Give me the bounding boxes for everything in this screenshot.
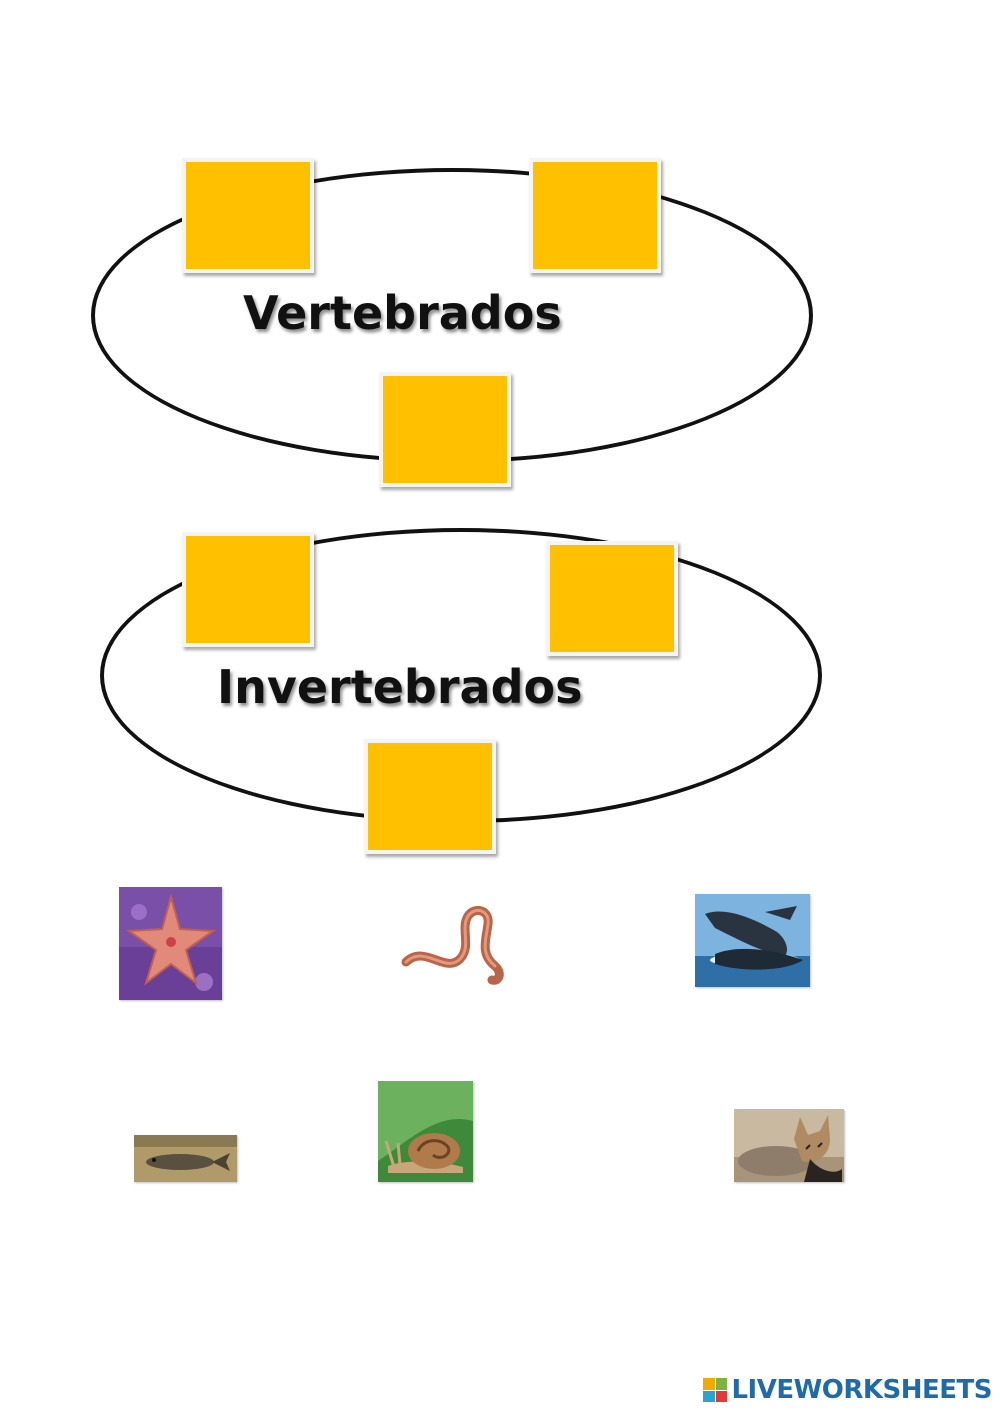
whale-image[interactable]: [695, 894, 810, 987]
brand-name: LIVEWORKSHEETS: [731, 1375, 992, 1405]
fox-icon: [734, 1109, 844, 1182]
fox-image[interactable]: [734, 1109, 844, 1182]
vertebrados-drop-box-2[interactable]: [529, 158, 661, 273]
invertebrados-label: Invertebrados: [217, 660, 583, 714]
snail-image[interactable]: [378, 1081, 473, 1182]
fish-icon: [134, 1135, 237, 1182]
invertebrados-drop-box-2[interactable]: [546, 541, 678, 656]
starfish-image[interactable]: [119, 887, 222, 1000]
liveworksheets-brand: LIVEWORKSHEETS: [703, 1375, 992, 1405]
vertebrados-label: Vertebrados: [243, 286, 562, 340]
worm-image[interactable]: [400, 904, 510, 988]
invertebrados-drop-box-1[interactable]: [182, 532, 314, 647]
snail-icon: [378, 1081, 473, 1182]
whale-icon: [695, 894, 810, 987]
worm-icon: [400, 904, 510, 988]
liveworksheets-logo-icon: [703, 1378, 728, 1402]
starfish-icon: [119, 887, 222, 1000]
fish-image[interactable]: [134, 1135, 237, 1182]
invertebrados-drop-box-3[interactable]: [364, 739, 496, 854]
vertebrados-drop-box-3[interactable]: [379, 372, 511, 487]
vertebrados-drop-box-1[interactable]: [182, 158, 314, 273]
